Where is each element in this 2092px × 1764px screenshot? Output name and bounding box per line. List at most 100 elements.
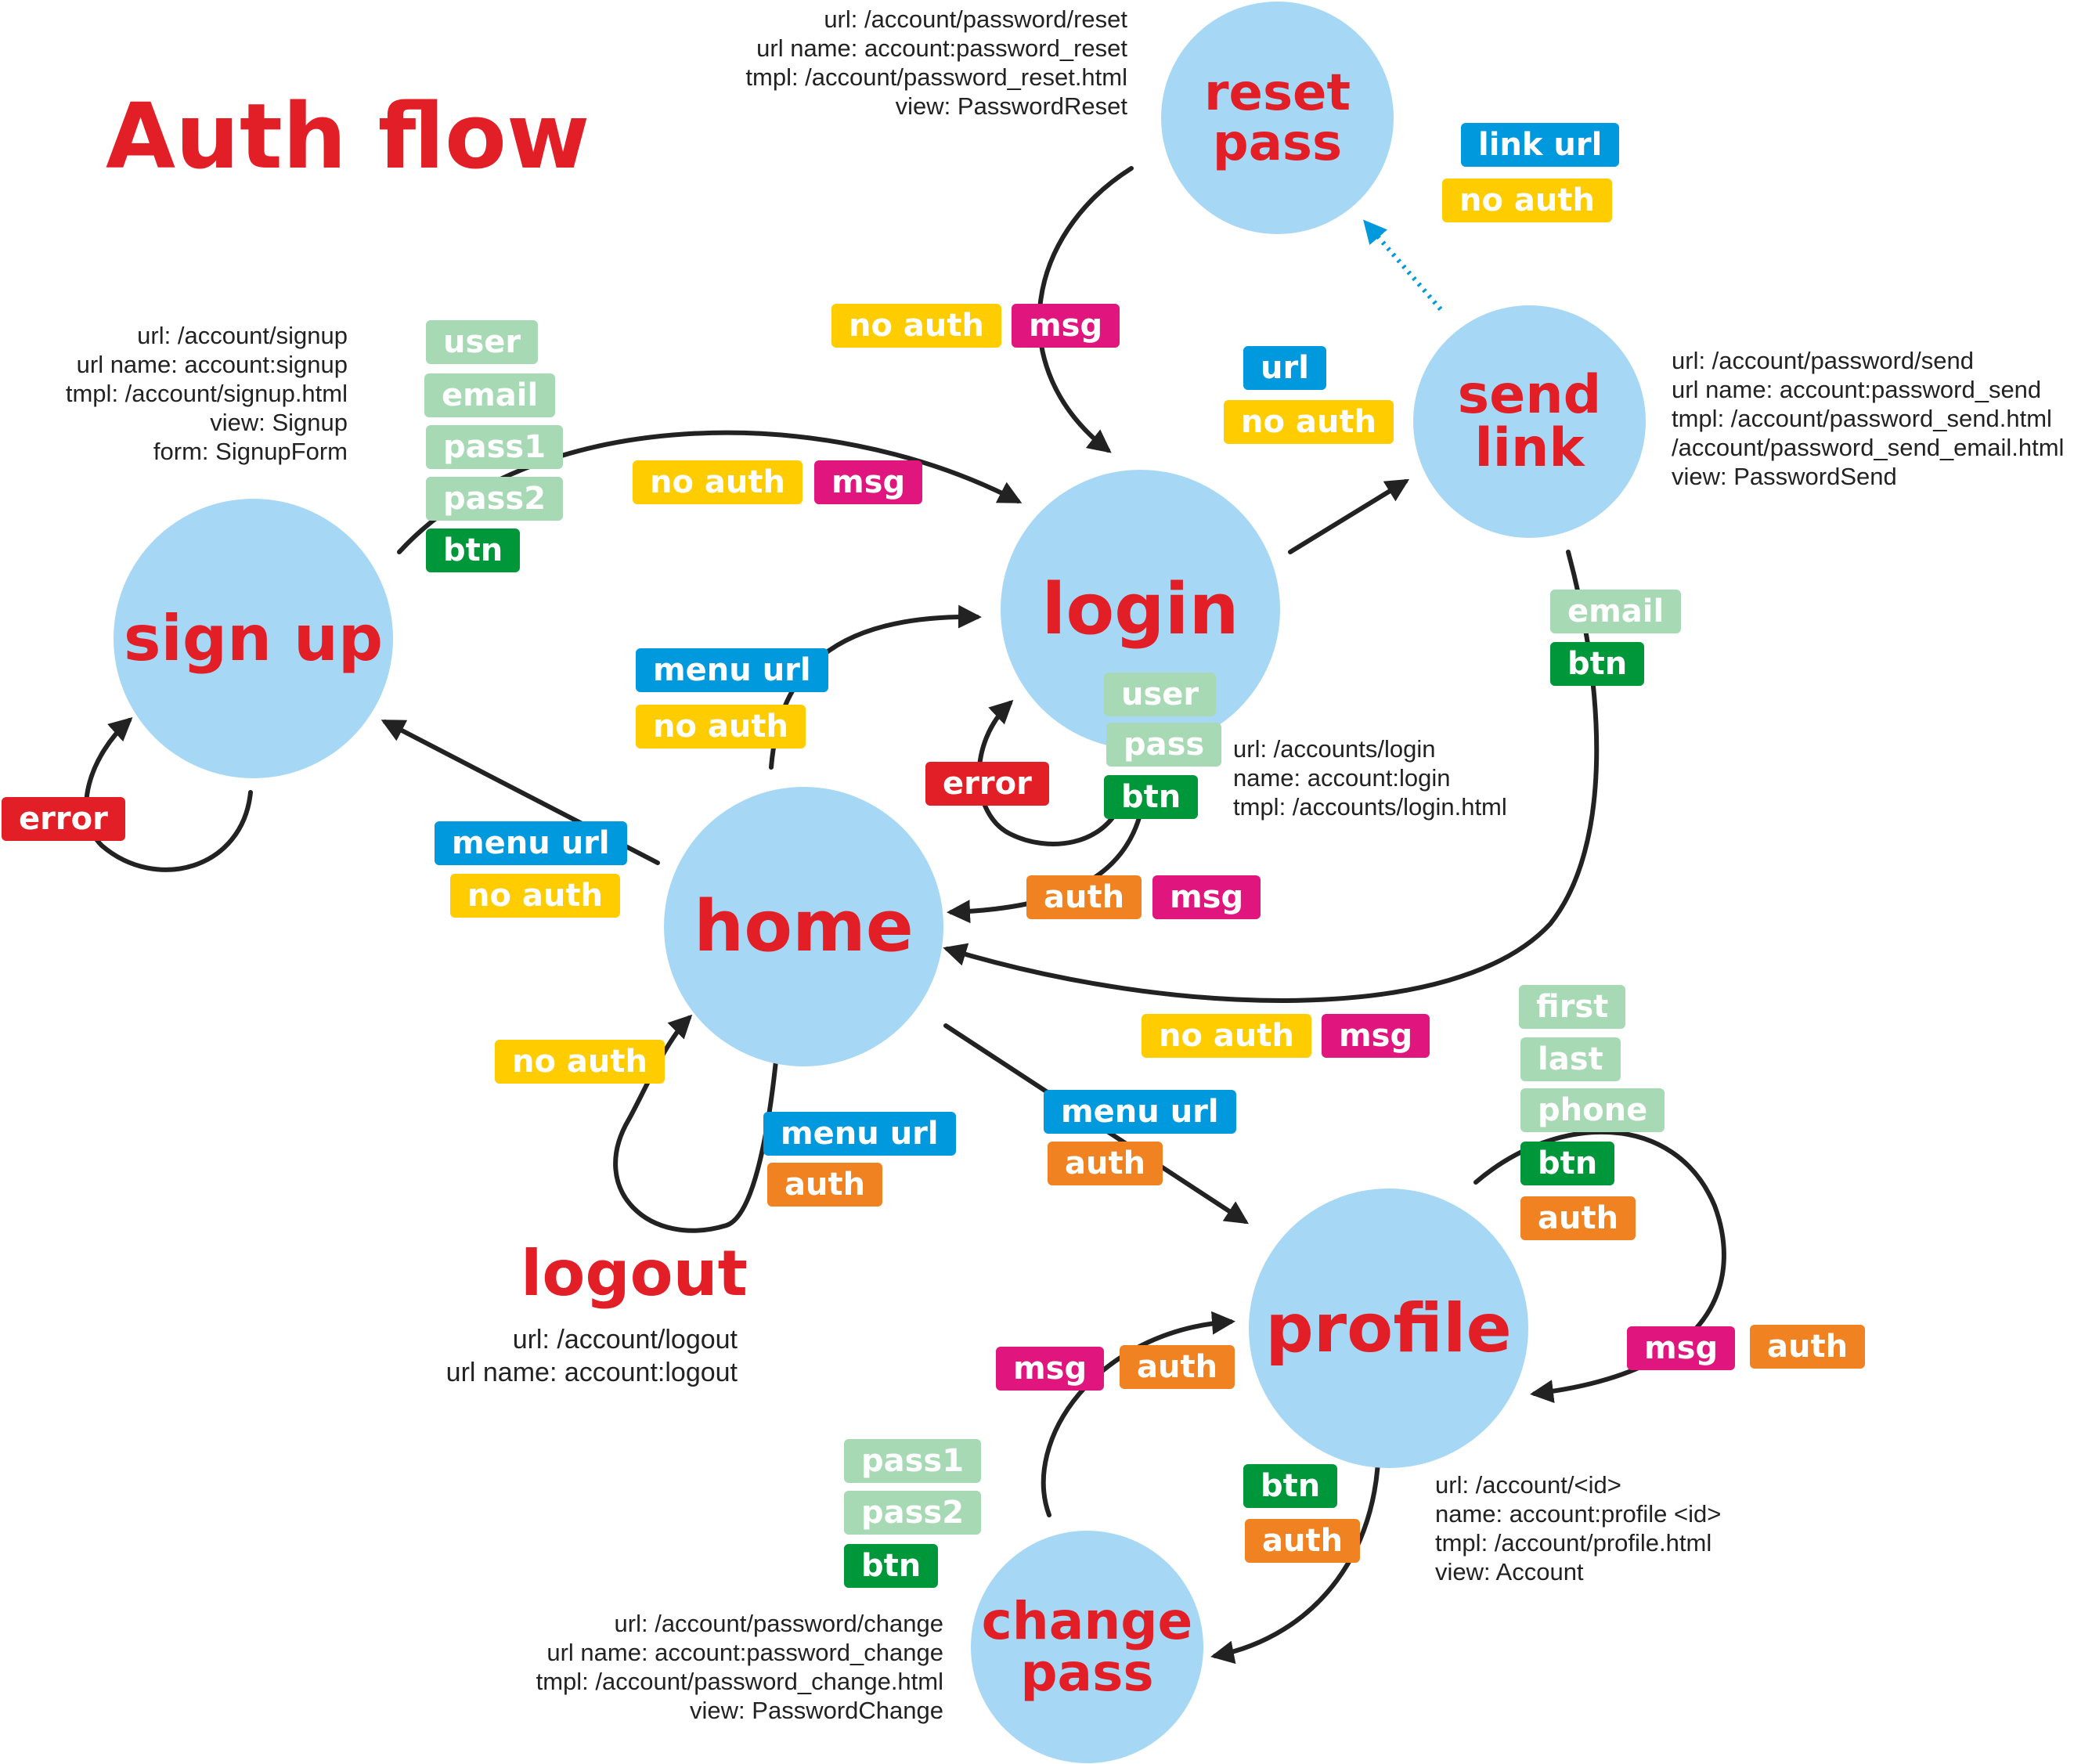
tag-link-url: link url <box>1461 123 1620 167</box>
tag-pass1: pass1 <box>844 1439 982 1483</box>
node-change-pass-label: change pass <box>981 1590 1193 1703</box>
node-profile: profile <box>1249 1189 1528 1468</box>
diagram-title: Auth flow <box>106 85 590 189</box>
tag-menu-url: menu url <box>636 648 828 692</box>
node-reset-pass-label: reset pass <box>1203 63 1351 172</box>
edge-profile-to-change <box>1210 1423 1381 1665</box>
info-line: url: /account/password/change <box>614 1610 943 1637</box>
tag-btn: btn <box>1243 1464 1338 1508</box>
info-line: view: Account <box>1435 1558 1584 1585</box>
tag-error: error <box>925 762 1049 806</box>
tag-user: user <box>426 320 539 364</box>
tag-menu-url: menu url <box>435 821 627 865</box>
tag-menu-url: menu url <box>1044 1090 1236 1134</box>
tag-phone: phone <box>1520 1088 1665 1132</box>
logout-info: url: /account/logout url name: account:l… <box>446 1323 738 1389</box>
tag-btn: btn <box>844 1544 939 1588</box>
edge-login-to-send <box>1288 478 1410 554</box>
tag-no-auth: no auth <box>1224 400 1394 444</box>
tag-auth: auth <box>1120 1345 1235 1389</box>
tag-no-auth: no auth <box>636 705 806 749</box>
edge-login-error-loop <box>976 699 1124 846</box>
node-home-label: home <box>694 885 914 968</box>
info-line: name: account:login <box>1233 764 1451 792</box>
tag-auth: auth <box>1750 1325 1866 1369</box>
info-line: url: /account/<id> <box>1435 1471 1621 1499</box>
tag-msg: msg <box>1152 875 1261 919</box>
logout-info-line: url name: account:logout <box>445 1358 738 1387</box>
change-pass-info: url: /account/password/change url name: … <box>536 1609 943 1725</box>
edge-send-to-reset-dotted <box>1363 219 1443 311</box>
node-home: home <box>664 787 943 1066</box>
info-line: tmpl: /account/password_reset.html <box>745 63 1127 91</box>
node-reset-pass: reset pass <box>1161 2 1394 234</box>
tag-auth: auth <box>767 1163 883 1207</box>
tag-pass2: pass2 <box>426 477 564 521</box>
logout-info-line: url: /account/logout <box>512 1325 738 1355</box>
tag-btn: btn <box>1520 1142 1615 1185</box>
info-line: url name: account:password_reset <box>756 34 1127 62</box>
info-line: url: /account/password/send <box>1672 347 1974 374</box>
node-login-label: login <box>1041 568 1239 651</box>
info-line: view: PasswordSend <box>1672 463 1897 490</box>
node-send-link: send link <box>1413 305 1646 538</box>
node-sign-up: sign up <box>114 499 393 778</box>
info-line: url: /account/signup <box>137 322 348 349</box>
tag-btn: btn <box>1550 642 1645 686</box>
info-line: /account/password_send_email.html <box>1672 434 2065 461</box>
edge-reset-to-login <box>1037 166 1134 453</box>
tag-menu-url: menu url <box>763 1112 956 1156</box>
info-line: url: /accounts/login <box>1233 735 1436 763</box>
info-line: view: Signup <box>210 409 348 436</box>
node-sign-up-label: sign up <box>123 601 384 675</box>
node-profile-label: profile <box>1265 1289 1512 1368</box>
tag-msg: msg <box>996 1347 1105 1391</box>
info-line: form: SignupForm <box>153 438 348 465</box>
info-line: tmpl: /account/password_send.html <box>1672 405 2052 432</box>
tag-btn: btn <box>426 528 521 572</box>
tag-last: last <box>1520 1037 1621 1081</box>
edge-signup-error-loop <box>84 716 253 872</box>
tag-msg: msg <box>1012 304 1120 348</box>
node-send-link-label: send link <box>1457 363 1602 479</box>
info-line: view: PasswordChange <box>690 1697 943 1724</box>
tag-email: email <box>424 373 556 417</box>
login-info: url: /accounts/login name: account:login… <box>1233 734 1507 821</box>
tag-error: error <box>2 797 125 841</box>
info-line: name: account:profile <id> <box>1435 1500 1722 1528</box>
info-line: tmpl: /account/password_change.html <box>536 1668 943 1695</box>
logout-label: logout <box>521 1237 748 1310</box>
info-line: url name: account:password_send <box>1672 376 2042 403</box>
edge-send-to-home <box>943 550 1600 1003</box>
info-line: url name: account:password_change <box>546 1639 943 1666</box>
profile-info: url: /account/<id> name: account:profile… <box>1435 1470 1721 1586</box>
tag-url: url <box>1243 346 1326 390</box>
tag-user: user <box>1104 673 1217 716</box>
info-line: tmpl: /account/signup.html <box>65 380 348 407</box>
tag-no-auth: no auth <box>1442 179 1612 222</box>
tag-auth: auth <box>1026 875 1142 919</box>
tag-auth: auth <box>1048 1142 1163 1185</box>
tag-pass: pass <box>1106 723 1222 767</box>
tag-pass2: pass2 <box>844 1491 982 1535</box>
info-line: view: PasswordReset <box>895 92 1127 120</box>
tag-msg: msg <box>1322 1014 1430 1058</box>
signup-info: url: /account/signup url name: account:s… <box>66 321 348 466</box>
tag-auth: auth <box>1520 1196 1636 1240</box>
tag-msg: msg <box>1627 1326 1736 1370</box>
edge-change-to-profile <box>1041 1311 1235 1517</box>
tag-no-auth: no auth <box>831 304 1001 348</box>
info-line: url: /account/password/reset <box>824 5 1127 33</box>
tag-auth: auth <box>1245 1519 1361 1563</box>
tag-email: email <box>1550 590 1682 633</box>
send-link-info: url: /account/password/send url name: ac… <box>1672 346 2064 491</box>
tag-no-auth: no auth <box>633 460 803 504</box>
tag-msg: msg <box>814 460 923 504</box>
info-line: url name: account:signup <box>76 351 348 378</box>
reset-pass-info: url: /account/password/reset url name: a… <box>745 5 1127 121</box>
info-line: tmpl: /accounts/login.html <box>1233 793 1507 821</box>
tag-no-auth: no auth <box>1142 1014 1311 1058</box>
tag-no-auth: no auth <box>495 1040 665 1084</box>
